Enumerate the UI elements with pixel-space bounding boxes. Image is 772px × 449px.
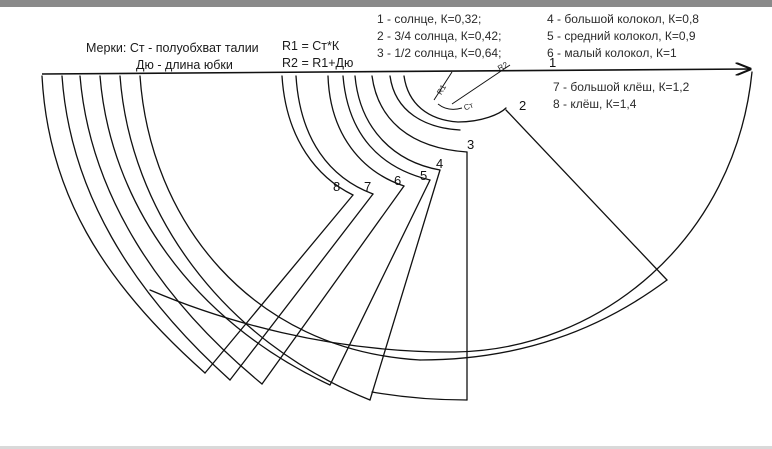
bottom-edge-bar (0, 446, 772, 449)
waist-arc-marker (437, 103, 463, 110)
pattern-8-waist-arc (281, 75, 354, 196)
pattern-3-waist-arc (371, 75, 468, 153)
hem-arc-f (139, 75, 421, 361)
legend-item-8: 8 - клёш, К=1,4 (553, 97, 637, 111)
pattern-number-5: 5 (420, 168, 428, 183)
radius-r2-line (451, 64, 511, 105)
measures-line-2: Дю - длина юбки (136, 58, 233, 72)
pattern-6-waist-arc (327, 75, 405, 187)
formula-r1: R1 = Ст*К (282, 39, 340, 53)
pattern-5-waist-arc (342, 75, 431, 181)
pattern-number-8: 8 (333, 179, 341, 194)
legend-item-3: 3 - 1/2 солнца, К=0,64; (377, 46, 502, 60)
pattern-number-2: 2 (519, 98, 527, 113)
formula-r2: R2 = R1+Дю (282, 56, 354, 70)
pattern-1-outer-hem (149, 71, 753, 353)
legend-item-1: 1 - солнце, К=0,32; (377, 12, 482, 26)
measures-line-1: Мерки: Ст - полуобхват талии (86, 41, 259, 55)
radius-r1-line (433, 71, 453, 101)
pattern-number-7: 7 (364, 179, 372, 194)
pattern-number-6: 6 (394, 173, 402, 188)
legend-item-6: 6 - малый колокол, К=1 (547, 46, 677, 60)
hem-arc-e (119, 75, 371, 401)
pattern-number-4: 4 (436, 156, 444, 171)
pattern-2-hem (419, 279, 668, 361)
pattern-2-waist-arc (389, 75, 461, 131)
pattern-3-hem (371, 391, 468, 401)
pattern-4-waist-arc (354, 75, 441, 171)
pattern-number-1: 1 (549, 55, 557, 70)
hem-arc-a (41, 75, 206, 374)
hem-arc-b (61, 75, 231, 381)
pattern-7-side-seam (229, 193, 374, 381)
pattern-5-side-seam (329, 179, 431, 386)
hem-arc-c (79, 75, 263, 385)
pattern-1-inner-arc (403, 75, 507, 123)
pattern-8-side-seam (204, 194, 354, 374)
pattern-6-side-seam (261, 185, 405, 385)
hem-arc-d (99, 75, 331, 386)
baseline-arrow (41, 69, 750, 74)
pattern-2-side-seam (505, 109, 668, 281)
pattern-4-side-seam (369, 169, 441, 401)
pattern-number-3: 3 (467, 137, 475, 152)
legend-item-7: 7 - большой клёш, К=1,2 (553, 80, 690, 94)
legend-item-5: 5 - средний колокол, К=0,9 (547, 29, 696, 43)
top-edge-bar (0, 0, 772, 7)
legend-item-2: 2 - 3/4 солнца, К=0,42; (377, 29, 502, 43)
legend-item-4: 4 - большой колокол, К=0,8 (547, 12, 699, 26)
pattern-7-waist-arc (295, 75, 374, 195)
